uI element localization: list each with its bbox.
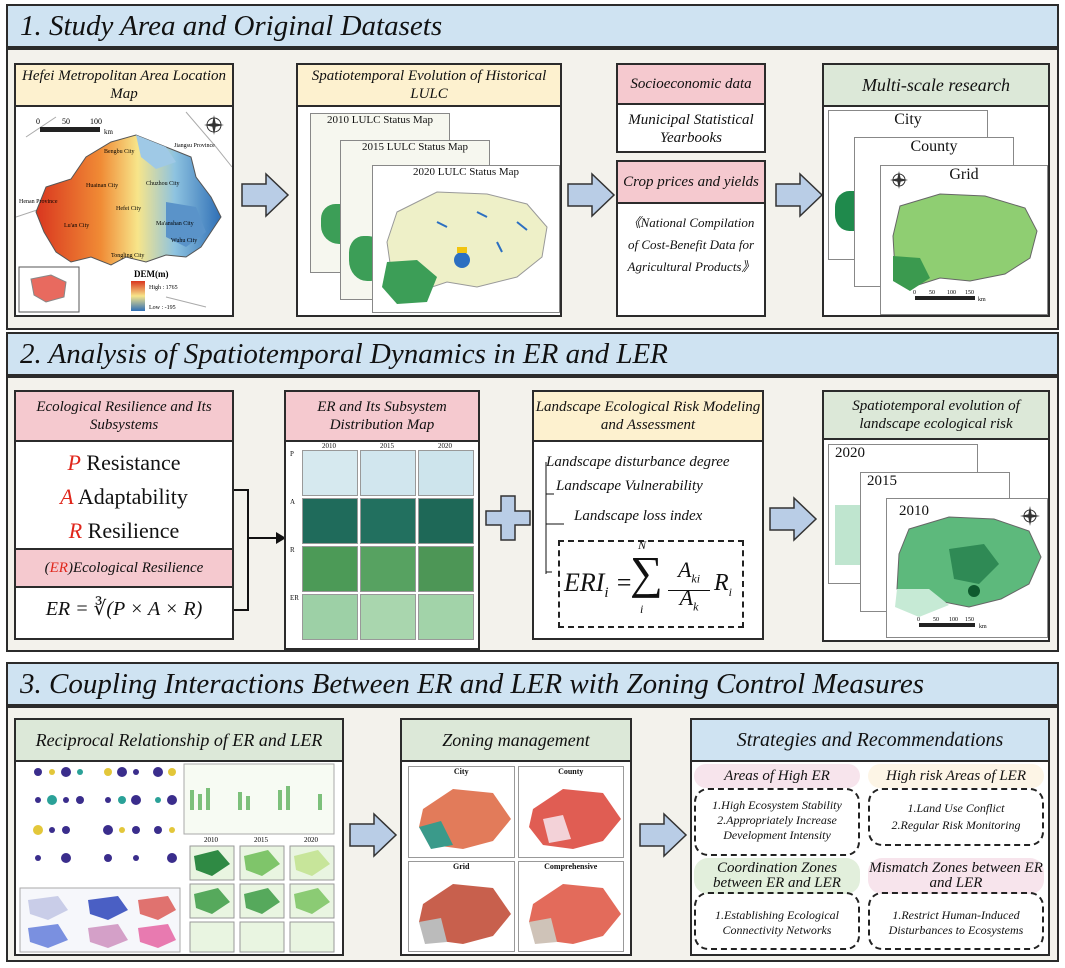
ler-item-loss: Landscape loss index [574, 508, 703, 524]
strat-group-mismatch: Mismatch Zones between ER and LER [868, 858, 1044, 894]
recip-panel: Reciprocal Relationship of ER and LER 20… [14, 718, 344, 956]
flow-arrow [774, 172, 824, 218]
scale-tick-0: 0 [36, 117, 40, 126]
socio-panel: Socioeconomic data Municipal Statistical… [616, 63, 766, 153]
lulc-panel: Spatiotemporal Evolution of Historical L… [296, 63, 562, 317]
compass-icon [1020, 506, 1040, 526]
svg-text:150: 150 [965, 290, 974, 296]
strat-title: Strategies and Recommendations [692, 720, 1048, 762]
compass-icon [890, 171, 908, 189]
strat-coordination-box: 1.Establishing Ecological Connectivity N… [694, 892, 860, 950]
zoning-map-comprehensive: Comprehensive [517, 860, 624, 952]
legend-low: Low : -195 [149, 305, 176, 311]
svg-text:50: 50 [929, 290, 935, 296]
label-chuzhou: Chuzhou City [146, 181, 180, 187]
lulc-title: Spatiotemporal Evolution of Historical L… [298, 65, 560, 107]
section-1-header: 1. Study Area and Original Datasets [6, 4, 1059, 48]
recip-title: Reciprocal Relationship of ER and LER [16, 720, 342, 762]
crop-body: 《National Compilation of Cost-Benefit Da… [627, 215, 755, 274]
evo-map-2010: 2010 0 50 100 150 km [886, 498, 1048, 638]
legend-title: DEM(m) [134, 269, 169, 279]
er-title: Ecological Resilience and Its Subsystems [16, 392, 232, 442]
er-item-r: R Resilience [68, 518, 180, 543]
flow-arrow [638, 812, 688, 858]
lulc-map-2020: 2020 LULC Status Map [372, 165, 560, 313]
svg-text:50: 50 [933, 617, 939, 623]
strat-mismatch-box: 1.Restrict Human-Induced Disturbances to… [868, 892, 1044, 950]
strat-high-risk-box: 1.Land Use Conflict 2.Regular Risk Monit… [868, 788, 1044, 846]
strat-high-er-box: 1.High Ecosystem Stability 2.Appropriate… [694, 788, 860, 856]
crop-title: Crop prices and yields [618, 162, 764, 204]
dist-title: ER and Its Subsystem Distribution Map [286, 392, 478, 442]
svg-text:2015: 2015 [254, 836, 269, 844]
strat-group-coordination: Coordination Zones between ER and LER [694, 858, 860, 894]
location-map-title: Hefei Metropolitan Area Location Map [16, 65, 232, 107]
section-2-header: 2. Analysis of Spatiotemporal Dynamics i… [6, 332, 1059, 376]
evo-panel: Spatiotemporal evolution of landscape ec… [822, 390, 1050, 642]
eri-formula: ERIi = N ∑ i Aki Ak Ri [558, 538, 744, 628]
strat-group-high-risk: High risk Areas of LER [868, 764, 1044, 788]
zoning-title: Zoning management [402, 720, 630, 762]
label-tongling: Tongling City [111, 253, 144, 259]
scale-unit: km [104, 128, 114, 136]
bracket-connector [234, 489, 286, 611]
strat-group-high-er: Areas of High ER [694, 764, 860, 788]
zoning-map-grid: Grid [408, 860, 515, 952]
er-label-box: (ER)Ecological Resilience [16, 548, 232, 588]
ler-item-disturbance: Landscape disturbance degree [546, 454, 730, 470]
er-panel: Ecological Resilience and Its Subsystems… [14, 390, 234, 640]
svg-text:100: 100 [947, 290, 956, 296]
plus-icon [485, 495, 531, 541]
zoning-panel: Zoning management City County Grid Compr… [400, 718, 632, 956]
flow-arrow [240, 172, 290, 218]
scale-tick-100: 100 [90, 117, 102, 126]
ler-panel: Landscape Ecological Risk Modeling and A… [532, 390, 764, 640]
zoning-map-county: County [517, 766, 624, 858]
socio-title: Socioeconomic data [618, 65, 764, 105]
ler-title: Landscape Ecological Risk Modeling and A… [534, 392, 762, 442]
strat-panel: Strategies and Recommendations Areas of … [690, 718, 1050, 956]
location-map: 0 50 100 km Jiangsu Province Bengbu City… [15, 111, 233, 313]
svg-text:2020: 2020 [304, 836, 319, 844]
compass-icon [204, 115, 224, 135]
socio-body: Municipal Statistical Yearbooks [628, 112, 754, 146]
evo-title: Spatiotemporal evolution of landscape ec… [824, 392, 1048, 440]
label-luan: Lu'an City [64, 223, 89, 229]
label-hefei: Hefei City [116, 205, 141, 212]
er-item-a: A Adaptability [60, 484, 188, 509]
svg-text:km: km [978, 297, 986, 303]
label-henan: Henan Province [19, 199, 58, 205]
flow-arrow [768, 496, 818, 542]
er-item-p: P Resistance [67, 450, 181, 475]
flow-arrow [566, 172, 616, 218]
label-jiangsu: Jiangsu Province [174, 143, 215, 149]
multiscale-title: Multi-scale research [824, 65, 1048, 107]
label-bengbu: Bengbu City [104, 149, 135, 155]
multiscale-panel: Multi-scale research City County Grid 0 … [822, 63, 1050, 317]
label-maanshan: Ma'anshan City [156, 221, 194, 227]
svg-text:2010: 2010 [204, 836, 219, 844]
crop-panel: Crop prices and yields 《National Compila… [616, 160, 766, 317]
section-3-header: 3. Coupling Interactions Between ER and … [6, 662, 1059, 706]
svg-text:0: 0 [913, 290, 916, 296]
map-grid: Grid 0 50 100 150 km [880, 165, 1048, 315]
label-huainan: Huainan City [86, 183, 118, 189]
location-map-panel: Hefei Metropolitan Area Location Map 0 5… [14, 63, 234, 317]
flow-arrow [348, 812, 398, 858]
er-formula: ER = ∛(P × A × R) [45, 598, 203, 620]
recip-figure: 2010 2015 2020 [19, 763, 335, 953]
zoning-map-city: City [408, 766, 515, 858]
dist-panel: ER and Its Subsystem Distribution Map 20… [284, 390, 480, 650]
ler-item-vulnerability: Landscape Vulnerability [556, 478, 703, 494]
svg-text:150: 150 [965, 617, 974, 623]
label-wuhu: Wuhu City [171, 238, 197, 244]
svg-text:km: km [979, 624, 987, 630]
scale-tick-50: 50 [62, 117, 70, 126]
svg-text:0: 0 [917, 617, 920, 623]
svg-text:100: 100 [949, 617, 958, 623]
legend-high: High : 1765 [149, 285, 178, 291]
